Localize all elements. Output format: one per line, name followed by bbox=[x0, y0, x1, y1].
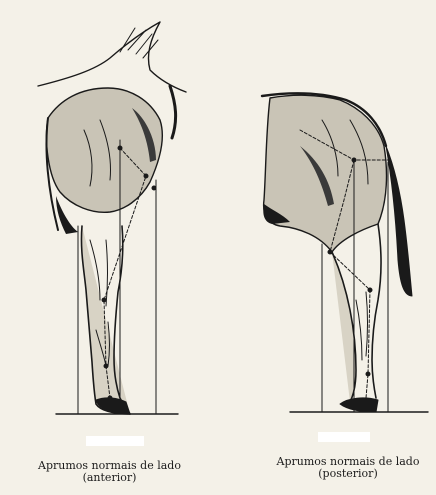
hindlimb-drawing bbox=[262, 93, 428, 412]
caption-anterior-line2: (anterior) bbox=[22, 472, 197, 484]
caption-posterior-line2: (posterior) bbox=[262, 468, 434, 480]
redaction-mark-right bbox=[318, 432, 370, 442]
redaction-mark-left bbox=[86, 436, 144, 446]
forelimb-drawing bbox=[38, 22, 186, 414]
figure-caption-posterior: Aprumos normais de lado (posterior) bbox=[262, 456, 434, 480]
figure-caption-anterior: Aprumos normais de lado (anterior) bbox=[22, 460, 197, 484]
